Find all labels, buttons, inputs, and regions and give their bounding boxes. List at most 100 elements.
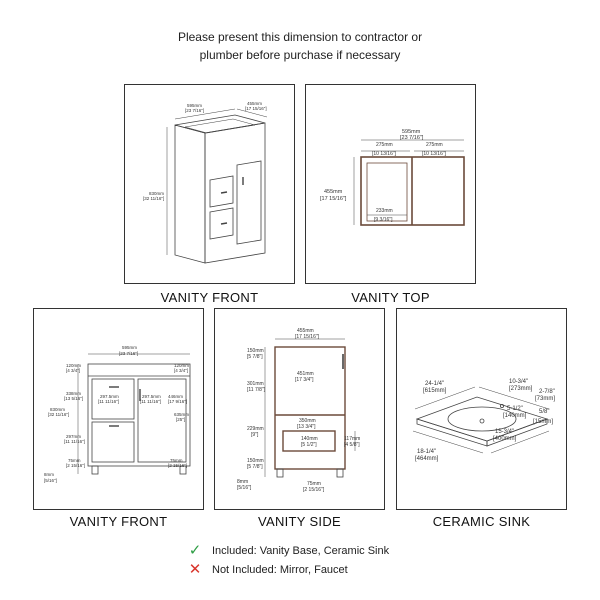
check-icon: ✓ [188, 542, 202, 559]
top-depth-in: [17 15/16"] [320, 196, 347, 202]
front2d-lower-mm: 297mm [66, 434, 81, 439]
panel-ceramic-sink: 24-1/4" [615mm] 10-3/4" [273mm] 2-7/8" [… [396, 308, 567, 510]
sink-depth-mm: [464mm] [415, 456, 439, 462]
top-width-mm: 595mm [402, 129, 421, 135]
side-leg-in: [2 15/16"] [303, 487, 325, 493]
side-depth-mm: 455mm [297, 328, 314, 334]
front2d-left-open-mm: 297.5mm [100, 394, 119, 399]
front2d-drawer-mm: 338mm [66, 391, 81, 396]
front2d-top-right-mm: 120mm [174, 363, 189, 368]
side-gap-in: [5/16"] [237, 485, 252, 491]
side-shelf-in: [13 3/4"] [297, 424, 316, 430]
front2d-gap-mm: 8mm [44, 472, 54, 477]
top-inner-in: [9 3/16"] [374, 217, 393, 223]
front2d-leg-right-mm: 75mm [170, 458, 183, 463]
front2d-left-open-in: [11 11/16"] [98, 399, 119, 404]
side-shelf-h-mm: 117mm [344, 436, 360, 442]
front2d-height-in: [32 11/16"] [48, 412, 69, 417]
caption-vanity-side: VANITY SIDE [257, 514, 341, 529]
sink-drain: 5-1/2" [507, 406, 523, 412]
notice-line-1: Please present this dimension to contrac… [177, 30, 423, 44]
front2d-top-left-in: [4 3/4"] [66, 368, 80, 373]
legend-included: ✓ Included: Vanity Base, Ceramic Sink [188, 542, 390, 559]
sink-drain-mm: [140mm] [503, 413, 527, 419]
side-small-mm: 140mm [301, 436, 318, 442]
panel-vanity-top: 595mm [23 7/16"] 275mm [10 13/16"] 275mm… [305, 84, 476, 284]
side-depth-in: [17 15/16"] [295, 334, 320, 340]
notice-line-2: plumber before purchase if necessary [199, 48, 401, 62]
side-upper-in: [11 7/8"] [247, 387, 266, 393]
top-left-in: [10 13/16"] [372, 151, 397, 157]
front2d-leg-left-in: [2 15/16"] [66, 463, 85, 468]
front2d-door-inner-in: [25"] [176, 417, 185, 422]
front2d-top-left-mm: 120mm [66, 363, 81, 368]
front2d-leg-left-mm: 75mm [68, 458, 81, 463]
sink-len-b: 10-3/4" [509, 379, 528, 385]
front2d-drawer-in: [13 5/16"] [64, 396, 83, 401]
front3d-depth-mm: 455mm [247, 101, 262, 106]
cross-icon: ✕ [188, 561, 202, 578]
side-inner-mm: 451mm [297, 371, 314, 377]
sink-len-a: 24-1/4" [425, 381, 444, 387]
legend-included-label: Included: Vanity Base, Ceramic Sink [212, 545, 390, 557]
front3d-height-in: [32 11/16"] [143, 196, 164, 201]
panel-vanity-front-2d: 595mm [23 7/16"] 120mm [4 3/4"] 120mm [4… [33, 308, 204, 510]
front2d-door-mm: 446mm [168, 394, 183, 399]
sink-len-b-mm: [273mm] [509, 386, 533, 392]
panel-vanity-side: 455mm [17 15/16"] 150mm [5 7/8"] 301mm [… [214, 308, 385, 510]
front3d-depth-in: [17 15/16"] [245, 106, 267, 111]
side-shelf-mm: 350mm [299, 418, 316, 424]
side-mid-mm: 229mm [247, 426, 264, 432]
front3d-width-in: [23 7/16"] [185, 108, 204, 113]
sink-width: 15-3/4" [495, 429, 514, 435]
sink-len-a-mm: [615mm] [423, 388, 447, 394]
top-right-mm: 275mm [426, 142, 443, 148]
caption-vanity-front-3d: VANITY FRONT [160, 290, 259, 305]
front2d-right-open-mm: 297.5mm [142, 394, 161, 399]
side-upper-mm: 301mm [247, 381, 264, 387]
sink-len-c-mm: [73mm] [535, 396, 555, 402]
sink-rim: 5/8" [539, 409, 549, 415]
side-mid-in: [9"] [251, 432, 259, 438]
side-bottom-in: [5 7/8"] [247, 464, 263, 470]
side-leg-mm: 75mm [307, 481, 321, 487]
front2d-door-in: [17 9/16"] [168, 399, 187, 404]
vanity-top-drawing: 595mm [23 7/16"] 275mm [10 13/16"] 275mm… [320, 129, 465, 226]
legend-excluded: ✕ Not Included: Mirror, Faucet [188, 561, 348, 578]
front2d-lower-in: [11 11/16"] [64, 439, 85, 444]
sink-rim-mm: [15mm] [533, 419, 553, 425]
top-width-in: [23 7/16"] [400, 135, 424, 141]
top-right-in: [10 13/16"] [422, 151, 447, 157]
sink-depth: 18-1/4" [417, 449, 436, 455]
front2d-width-in: [23 7/16"] [119, 351, 138, 356]
caption-vanity-top: VANITY TOP [351, 290, 430, 305]
side-top-mm: 150mm [247, 348, 264, 354]
top-depth-mm: 455mm [324, 189, 343, 195]
panel-vanity-front-3d: 595mm [23 7/16"] 455mm [17 15/16"] 830mm… [124, 84, 295, 284]
legend-excluded-label: Not Included: Mirror, Faucet [212, 564, 348, 576]
vanity-side-drawing: 455mm [17 15/16"] 150mm [5 7/8"] 301mm [… [237, 328, 360, 493]
sink-width-mm: [400mm] [493, 436, 517, 442]
front2d-right-open-in: [11 11/16"] [140, 399, 161, 404]
front2d-gap-in: [5/16"] [44, 478, 57, 483]
top-inner-mm: 233mm [376, 208, 393, 214]
sink-len-c: 2-7/8" [539, 389, 555, 395]
front2d-width-mm: 595mm [122, 345, 137, 350]
side-gap-mm: 8mm [237, 479, 248, 485]
caption-ceramic-sink: CERAMIC SINK [432, 514, 531, 529]
side-inner-in: [17 3/4"] [295, 377, 314, 383]
ceramic-sink-drawing: 24-1/4" [615mm] 10-3/4" [273mm] 2-7/8" [… [412, 379, 555, 462]
side-shelf-h-in: [4 5/8"] [344, 442, 360, 448]
side-small-in: [5 1/2"] [301, 442, 317, 448]
front2d-door-inner-mm: 635mm [174, 412, 189, 417]
side-bottom-mm: 150mm [247, 458, 264, 464]
top-left-mm: 275mm [376, 142, 393, 148]
caption-vanity-front-2d: VANITY FRONT [69, 514, 168, 529]
side-top-in: [5 7/8"] [247, 354, 263, 360]
vanity-front-2d-drawing: 595mm [23 7/16"] 120mm [4 3/4"] 120mm [4… [44, 345, 191, 483]
front2d-top-right-in: [4 3/4"] [174, 368, 188, 373]
front2d-leg-right-in: [2 15/16"] [168, 463, 187, 468]
vanity-front-3d-drawing: 595mm [23 7/16"] 455mm [17 15/16"] 830mm… [143, 101, 268, 264]
front3d-height-mm: 830mm [149, 191, 164, 196]
front3d-width-mm: 595mm [187, 103, 202, 108]
